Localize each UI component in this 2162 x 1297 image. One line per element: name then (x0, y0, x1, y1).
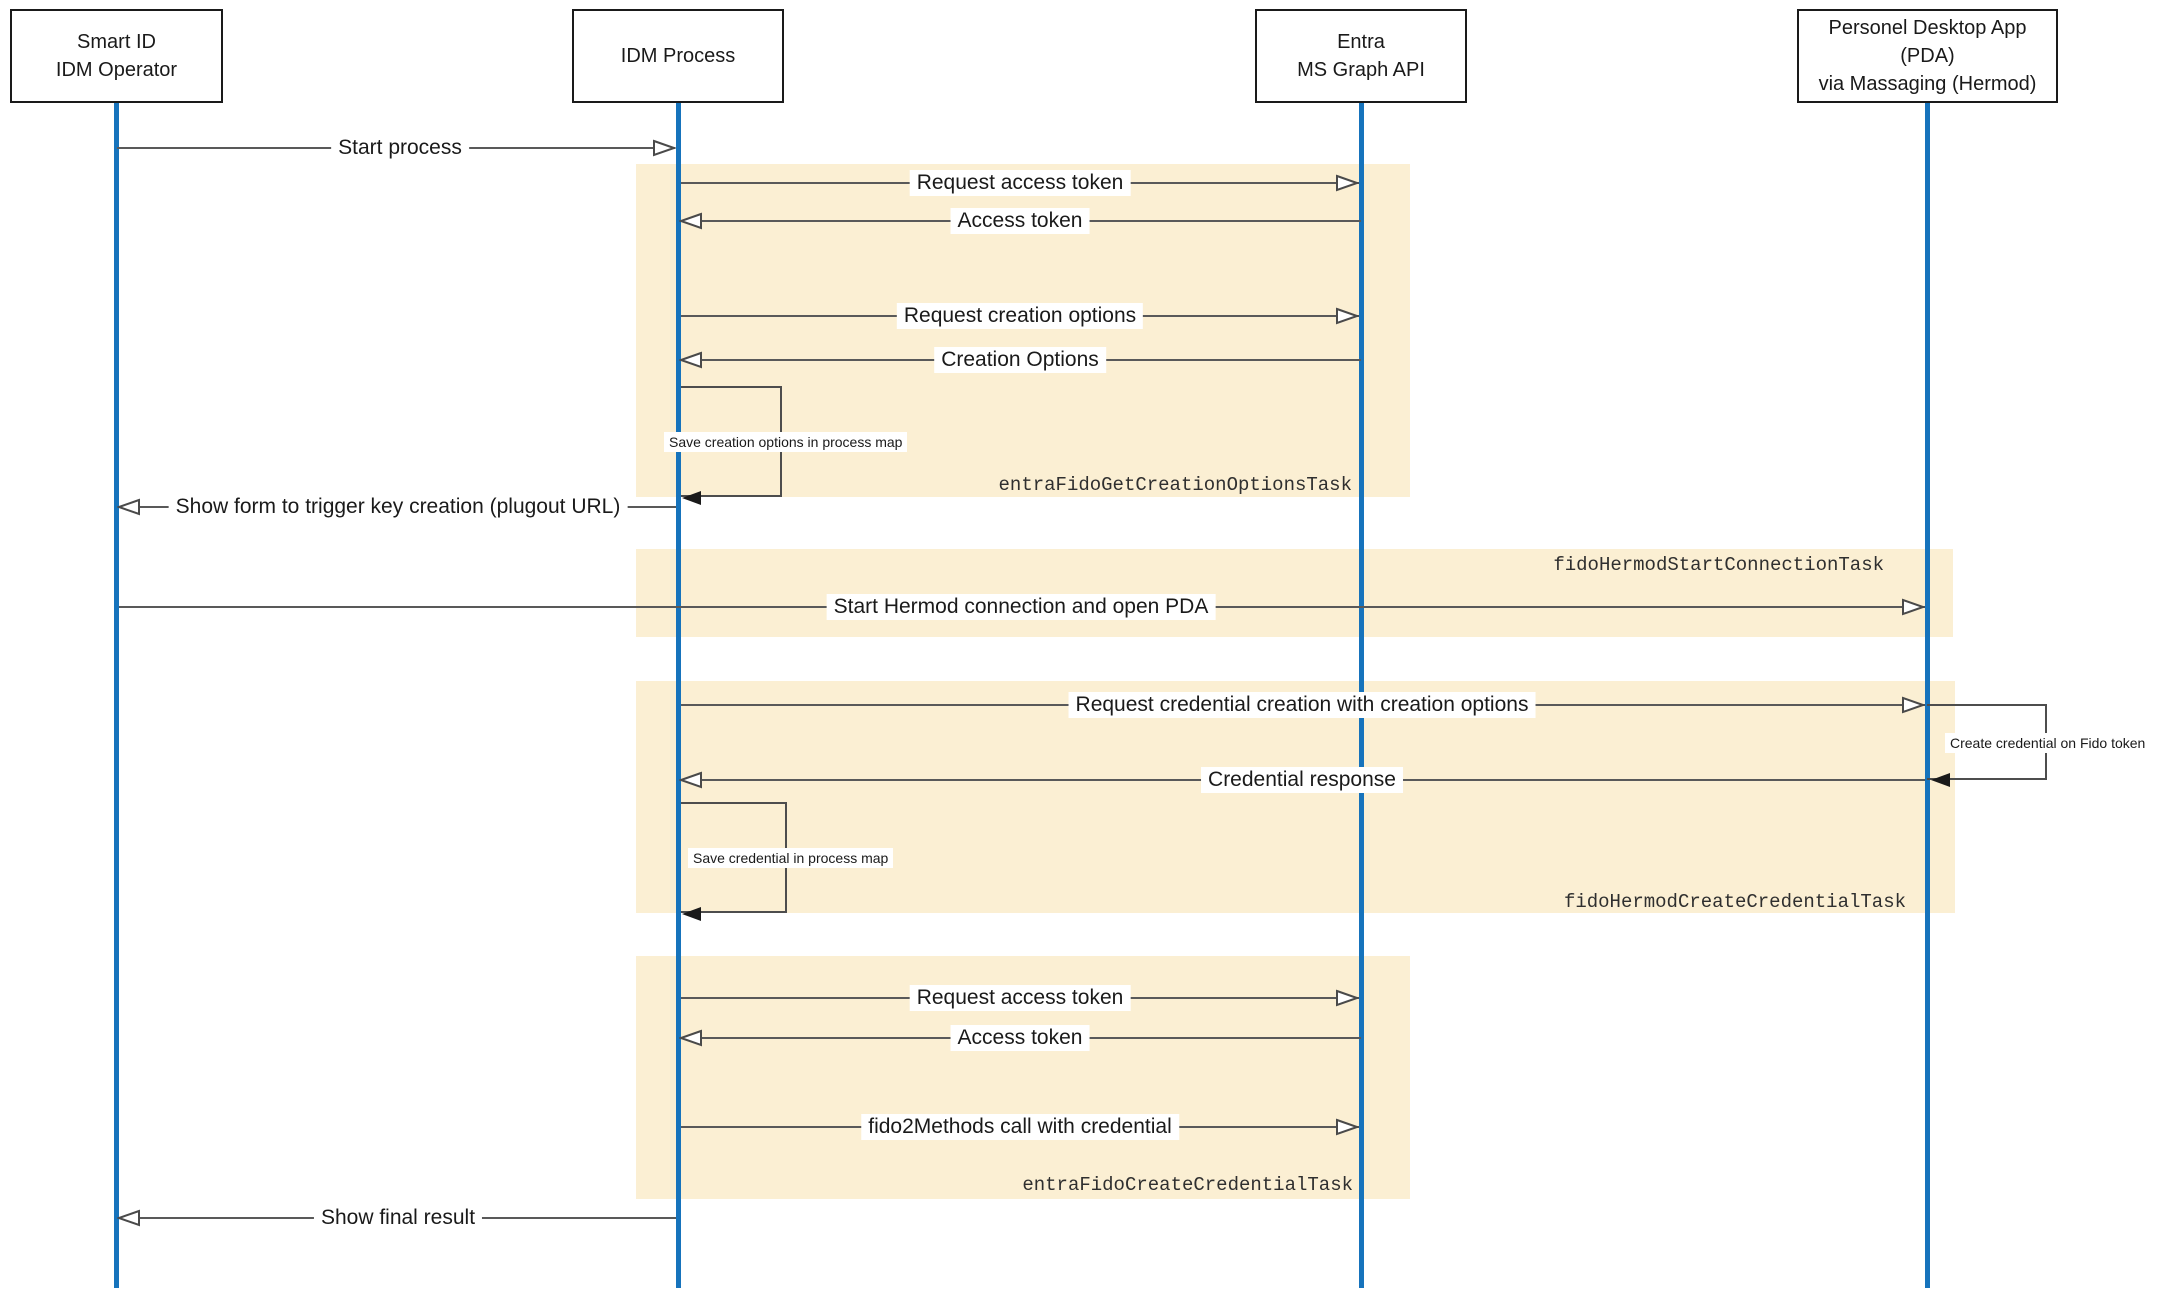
open-arrowhead-left-icon (679, 351, 703, 369)
solid-arrowhead-left-icon (1929, 771, 1953, 789)
open-arrowhead-right-icon (1335, 174, 1359, 192)
message-label-fido2methods-call: fido2Methods call with credential (861, 1114, 1179, 1140)
open-arrowhead-right-icon (1901, 598, 1925, 616)
message-label-creation-options: Creation Options (934, 347, 1106, 373)
solid-arrowhead-left-icon (680, 905, 704, 923)
open-arrowhead-left-icon (117, 498, 141, 516)
activation-band-fido-hermod-create-credential (636, 681, 1955, 913)
actor-label: via Massaging (Hermod) (1818, 73, 2037, 95)
message-label-credential-response: Credential response (1201, 767, 1403, 793)
message-label-access-token-2: Access token (950, 1025, 1090, 1051)
open-arrowhead-left-icon (679, 771, 703, 789)
message-label-start-hermod: Start Hermod connection and open PDA (826, 594, 1216, 620)
message-label-request-access-token-2: Request access token (909, 985, 1131, 1011)
open-arrowhead-left-icon (679, 212, 703, 230)
actor-box-idm-process: IDM Process (572, 9, 784, 103)
message-label-show-final-result: Show final result (313, 1205, 483, 1231)
actor-box-pda: Personel Desktop App (PDA) via Massaging… (1797, 9, 2058, 103)
open-arrowhead-left-icon (679, 1029, 703, 1047)
message-label-access-token-1: Access token (950, 208, 1090, 234)
message-label-request-credential-creation: Request credential creation with creatio… (1068, 692, 1536, 718)
message-label-start-process: Start process (331, 135, 469, 161)
open-arrowhead-right-icon (1335, 989, 1359, 1007)
actor-label: Personel Desktop App (PDA) (1828, 17, 2027, 67)
message-label-show-form: Show form to trigger key creation (plugo… (168, 494, 628, 520)
open-arrowhead-right-icon (652, 139, 676, 157)
actor-label: Smart ID (77, 31, 156, 53)
message-label-request-creation-options: Request creation options (896, 303, 1144, 329)
actor-box-smart-id: Smart ID IDM Operator (10, 9, 223, 103)
lifeline-smart-id (114, 103, 119, 1288)
note-label-save-credential: Save credential in process map (688, 848, 894, 868)
activation-band-fido-hermod-start-connection (636, 549, 1953, 637)
open-arrowhead-right-icon (1335, 1118, 1359, 1136)
solid-arrowhead-left-icon (680, 489, 704, 507)
note-label-save-creation-options: Save creation options in process map (664, 432, 908, 452)
actor-label: MS Graph API (1297, 59, 1425, 81)
lifeline-pda (1925, 103, 1930, 1288)
actor-label: Entra (1337, 31, 1385, 53)
open-arrowhead-left-icon (117, 1209, 141, 1227)
actor-box-entra-ms-graph: Entra MS Graph API (1255, 9, 1467, 103)
task-label-fido-hermod-create-credential: fidoHermodCreateCredentialTask (1563, 891, 1906, 913)
open-arrowhead-right-icon (1901, 696, 1925, 714)
task-label-entra-fido-create-credential: entraFidoCreateCredentialTask (1022, 1174, 1353, 1196)
task-label-entra-fido-get-creation-options: entraFidoGetCreationOptionsTask (998, 474, 1352, 496)
message-label-request-access-token-1: Request access token (909, 170, 1131, 196)
task-label-fido-hermod-start-connection: fidoHermodStartConnectionTask (1553, 554, 1884, 576)
note-label-create-credential-on-fido-token: Create credential on Fido token (1945, 733, 2151, 753)
actor-label: IDM Operator (55, 59, 178, 81)
actor-label: IDM Process (620, 45, 736, 67)
open-arrowhead-right-icon (1335, 307, 1359, 325)
lifeline-idm-process (676, 103, 681, 1288)
